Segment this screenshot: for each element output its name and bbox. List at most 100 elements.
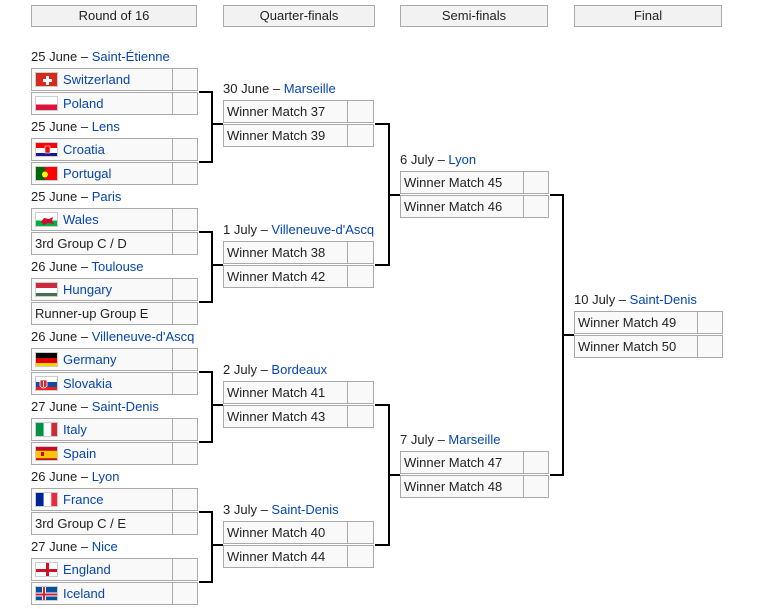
team-name-cell[interactable]: France	[31, 488, 173, 511]
match-venue-link[interactable]: Marseille	[448, 432, 501, 447]
team-name-cell[interactable]: Switzerland	[31, 68, 173, 91]
score-cell	[172, 138, 198, 161]
team-name-cell[interactable]: Spain	[31, 442, 173, 465]
bracket-connector-line	[388, 194, 400, 196]
qf-match-3-team-row-1: Winner Match 41	[223, 381, 374, 404]
r16-match-6-team-row-2: Spain	[31, 442, 198, 465]
match-venue-link[interactable]: Paris	[91, 189, 122, 204]
match-venue-link[interactable]: Marseille	[283, 81, 336, 96]
slovakia-flag-icon	[35, 376, 58, 392]
score-cell	[172, 162, 198, 185]
match-date: 1 July –	[223, 222, 272, 237]
bracket-connector-line	[199, 91, 211, 93]
team-name-cell[interactable]: Slovakia	[31, 372, 173, 395]
match-venue-link[interactable]: Saint-Denis	[629, 292, 697, 307]
r16-match-1-team-row-1: Switzerland	[31, 68, 198, 91]
qf-match-4-team-row-2: Winner Match 44	[223, 545, 374, 568]
qf-match-2-team-row-2: Winner Match 42	[223, 265, 374, 288]
hungary-flag-icon	[35, 282, 58, 298]
team-name[interactable]: Portugal	[63, 166, 112, 181]
qf-match-3-label: 2 July – Bordeaux	[223, 361, 327, 379]
team-name-cell: Winner Match 46	[400, 195, 524, 218]
r16-match-5-team-row-1: Germany	[31, 348, 198, 371]
bracket-connector-line	[550, 474, 562, 476]
match-date: 26 June –	[31, 469, 92, 484]
team-name-cell[interactable]: Iceland	[31, 582, 173, 605]
r16-match-2-team-row-1: Croatia	[31, 138, 198, 161]
match-date: 26 June –	[31, 259, 92, 274]
score-cell	[172, 442, 198, 465]
match-venue-link[interactable]: Saint-Étienne	[91, 49, 170, 64]
team-name-cell[interactable]: England	[31, 558, 173, 581]
match-venue-link[interactable]: Villeneuve-d'Ascq	[271, 222, 375, 237]
r16-match-7-team-row-2: 3rd Group C / E	[31, 512, 198, 535]
sf-match-1-team-row-2: Winner Match 46	[400, 195, 549, 218]
score-cell	[172, 558, 198, 581]
team-name: Winner Match 43	[227, 409, 326, 424]
score-cell	[347, 521, 374, 544]
match-venue-link[interactable]: Lyon	[91, 469, 120, 484]
italy-flag-icon	[35, 422, 58, 438]
team-name-cell[interactable]: Croatia	[31, 138, 173, 161]
team-name[interactable]: England	[63, 562, 111, 577]
r16-match-1-label: 25 June – Saint-Étienne	[31, 48, 170, 66]
bracket-connector-line	[375, 404, 388, 406]
team-name[interactable]: Slovakia	[63, 376, 113, 391]
team-name: 3rd Group C / D	[35, 236, 127, 251]
team-name[interactable]: Germany	[63, 352, 117, 367]
semi-finals-header: Semi-finals	[400, 5, 548, 27]
team-name[interactable]: Croatia	[63, 142, 105, 157]
team-name[interactable]: Italy	[63, 422, 87, 437]
team-name-cell[interactable]: Wales	[31, 208, 173, 231]
team-name-cell[interactable]: Italy	[31, 418, 173, 441]
match-venue-link[interactable]: Bordeaux	[271, 362, 328, 377]
qf-match-2-team-row-1: Winner Match 38	[223, 241, 374, 264]
final-match-1-label: 10 July – Saint-Denis	[574, 291, 697, 309]
team-name[interactable]: Iceland	[63, 586, 105, 601]
team-name-cell[interactable]: Portugal	[31, 162, 173, 185]
match-venue-link[interactable]: Villeneuve-d'Ascq	[91, 329, 195, 344]
team-name[interactable]: Spain	[63, 446, 97, 461]
team-name[interactable]: Poland	[63, 96, 104, 111]
team-name-cell[interactable]: Hungary	[31, 278, 173, 301]
germany-flag-icon	[35, 352, 58, 368]
team-name[interactable]: Switzerland	[63, 72, 131, 87]
match-date: 25 June –	[31, 119, 92, 134]
team-name[interactable]: Hungary	[63, 282, 113, 297]
match-venue-link[interactable]: Saint-Denis	[271, 502, 339, 517]
match-venue-link[interactable]: Nice	[91, 539, 118, 554]
bracket-connector-line	[199, 511, 211, 513]
sf-match-2-team-row-2: Winner Match 48	[400, 475, 549, 498]
team-name-cell: 3rd Group C / E	[31, 512, 173, 535]
bracket-connector-line	[388, 474, 400, 476]
match-date: 25 June –	[31, 189, 92, 204]
team-name-cell[interactable]: Poland	[31, 92, 173, 115]
bracket-connector-line	[211, 404, 223, 406]
team-name-cell[interactable]: Germany	[31, 348, 173, 371]
bracket-connector-line	[199, 581, 211, 583]
bracket-connector-line	[211, 544, 223, 546]
r16-match-5-team-row-2: Slovakia	[31, 372, 198, 395]
r16-match-4-team-row-1: Hungary	[31, 278, 198, 301]
team-name-cell: Winner Match 45	[400, 171, 524, 194]
bracket-connector-line	[562, 334, 574, 336]
match-venue-link[interactable]: Saint-Denis	[91, 399, 159, 414]
team-name[interactable]: Wales	[63, 212, 99, 227]
team-name: Winner Match 46	[404, 199, 503, 214]
bracket-connector-line	[199, 231, 211, 233]
team-name-cell: Winner Match 37	[223, 100, 348, 123]
r16-match-7-label: 26 June – Lyon	[31, 468, 119, 486]
score-cell	[172, 208, 198, 231]
match-venue-link[interactable]: Toulouse	[91, 259, 144, 274]
team-name[interactable]: France	[63, 492, 104, 507]
r16-match-8-team-row-2: Iceland	[31, 582, 198, 605]
match-venue-link[interactable]: Lens	[91, 119, 120, 134]
score-cell	[697, 335, 723, 358]
team-name-cell: Runner-up Group E	[31, 302, 173, 325]
match-venue-link[interactable]: Lyon	[448, 152, 477, 167]
score-cell	[172, 488, 198, 511]
r16-match-6-team-row-1: Italy	[31, 418, 198, 441]
qf-match-1-team-row-2: Winner Match 39	[223, 124, 374, 147]
bracket-connector-line	[375, 123, 388, 125]
spain-flag-icon	[35, 446, 58, 462]
